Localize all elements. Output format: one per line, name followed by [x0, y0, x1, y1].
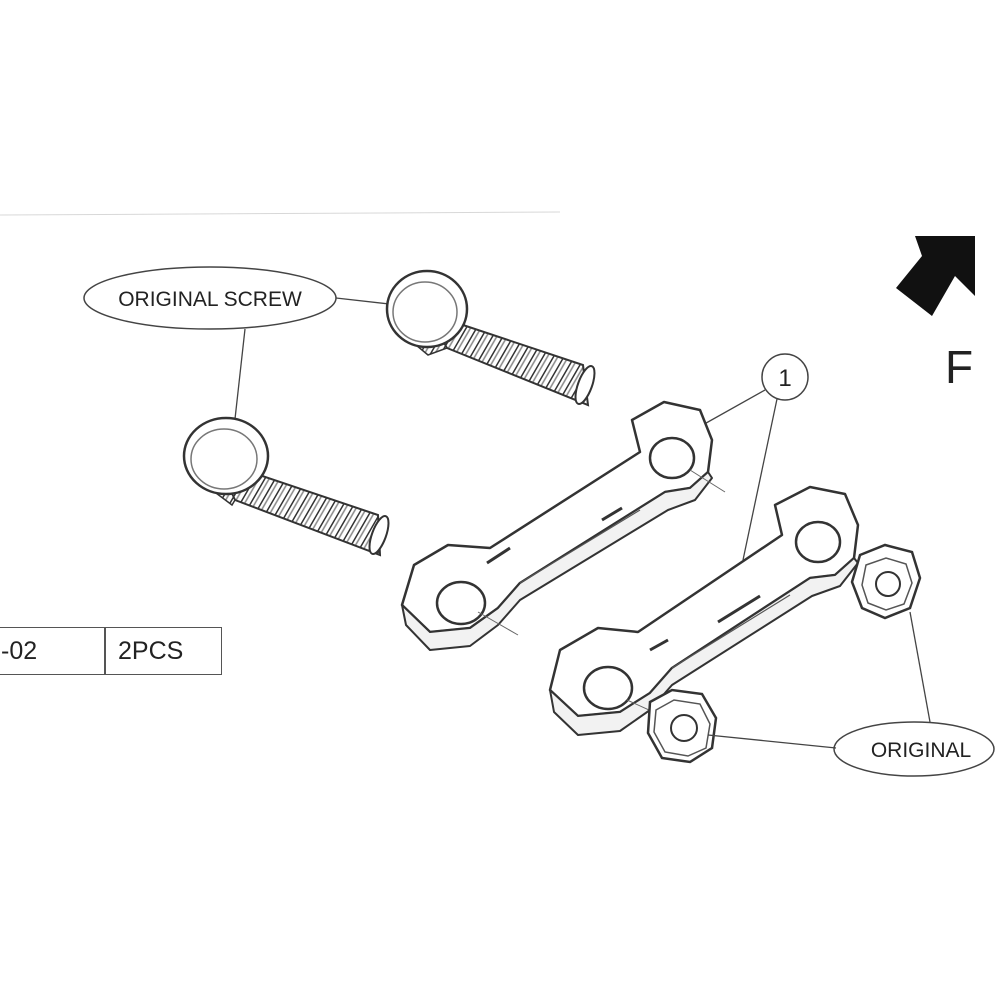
- original-nut-text: ORIGINAL: [871, 739, 971, 762]
- upper-original-nut: [850, 543, 922, 620]
- front-direction-letter: F: [945, 341, 974, 393]
- lower-screw: [182, 416, 390, 557]
- original-nut-label: ORIGINAL: [833, 721, 995, 777]
- axis-line-upper-link-front: [477, 611, 519, 636]
- part-callout-number: 1: [778, 365, 791, 392]
- upper-lowering-link: [400, 400, 714, 651]
- original-screw-label: ORIGINAL SCREW: [83, 266, 337, 330]
- lower-original-nut: [646, 688, 718, 764]
- scan-line: [0, 211, 561, 216]
- lower-lowering-link: [548, 485, 860, 736]
- parts-table-part-no: -02: [0, 627, 106, 675]
- upper-screw: [385, 269, 596, 407]
- parts-table-quantity: 2PCS: [104, 627, 222, 675]
- original-screw-text: ORIGINAL SCREW: [118, 288, 302, 311]
- axis-line-upper-link-rear: [689, 469, 726, 493]
- leader-line-nut-lower: [707, 734, 837, 749]
- leader-line-screw-lower: [233, 328, 246, 429]
- part-callout-1: 1: [761, 353, 809, 401]
- leader-line-link-lower: [742, 398, 778, 561]
- front-arrow-icon: [896, 236, 975, 316]
- leader-line-nut-upper: [909, 611, 931, 723]
